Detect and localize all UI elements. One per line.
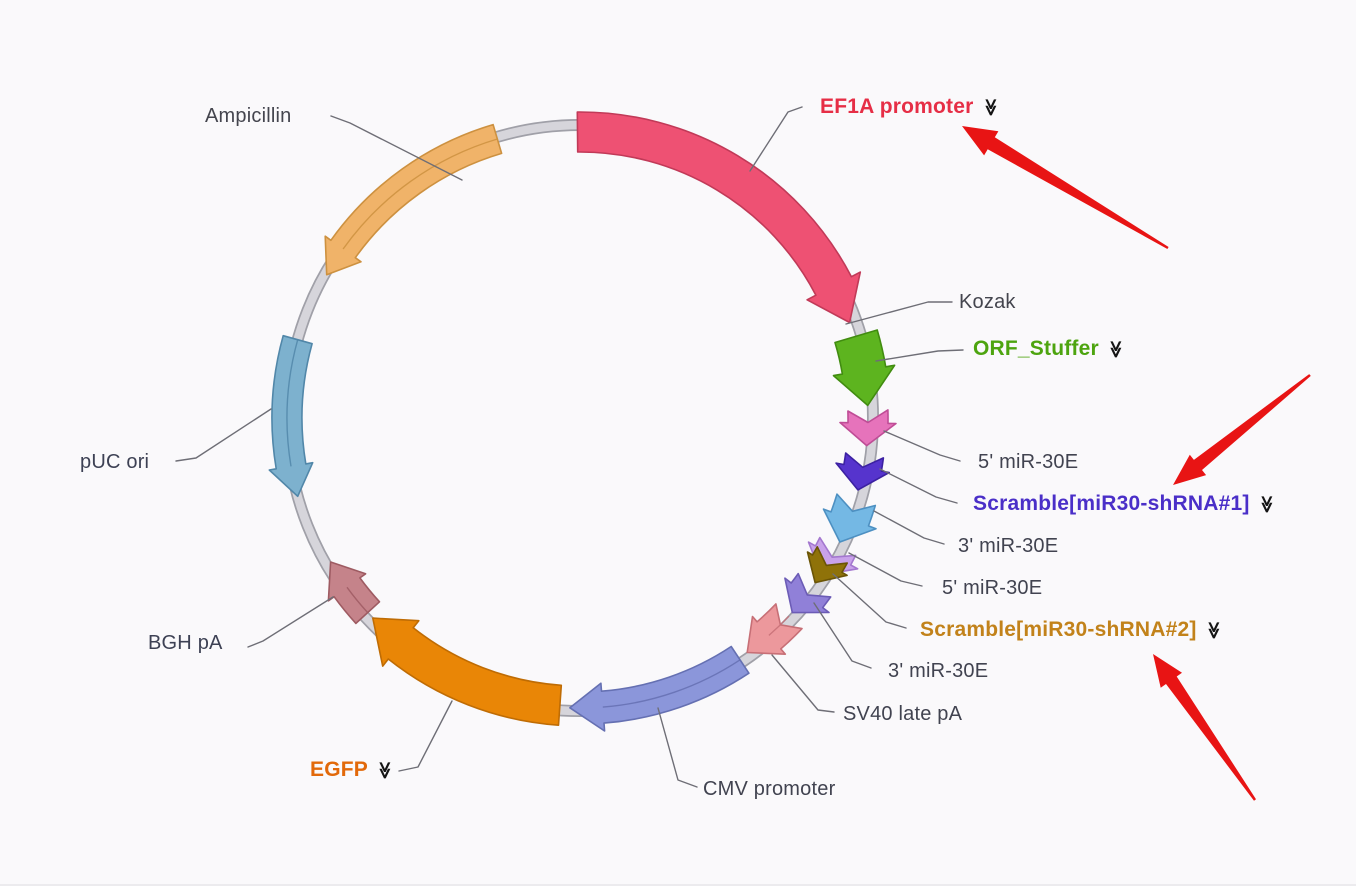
orf-stuffer-leader-line <box>875 349 964 362</box>
label-sv40-late-pa-text: SV40 late pA <box>843 703 963 725</box>
bgh-pa-feature[interactable] <box>327 561 381 625</box>
label-mir30e-3p-1-text: 3' miR-30E <box>958 535 1059 557</box>
puc-ori-midline <box>286 339 299 467</box>
mir30e-5p-1-leader-line <box>883 430 961 462</box>
bgh-pa-midline <box>346 586 369 614</box>
label-ampicillin-text: Ampicillin <box>205 105 292 127</box>
mir30e-3p-2-leader-line <box>813 602 872 669</box>
egfp-leader-line <box>398 700 453 772</box>
plasmid-features <box>268 111 897 732</box>
bgh-pa-leader-line <box>247 596 334 648</box>
scramble-1-feature[interactable] <box>835 452 890 491</box>
label-ef1a-promoter-text: EF1A promoter <box>820 95 974 118</box>
label-mir30e-5p-2: 5' miR-30E <box>942 576 1042 600</box>
label-egfp[interactable]: EGFP ≫ <box>310 758 394 782</box>
orf-stuffer-feature[interactable] <box>832 329 896 407</box>
label-scramble-1-text: Scramble[miR30-shRNA#1] <box>973 492 1250 515</box>
cmv-promoter-midline <box>602 659 741 708</box>
label-mir30e-3p-1: 3' miR-30E <box>958 534 1058 558</box>
label-kozak: Kozak <box>959 290 1016 314</box>
label-sv40-late-pa: SV40 late pA <box>843 702 962 726</box>
expand-chevron-icon[interactable]: ≫ <box>1106 340 1126 359</box>
label-kozak-text: Kozak <box>959 291 1016 313</box>
label-mir30e-3p-2: 3' miR-30E <box>888 659 988 683</box>
label-puc-ori: pUC ori <box>80 450 149 474</box>
bottom-edge-strip <box>0 884 1356 886</box>
scramble-2-leader-line <box>832 573 907 629</box>
mir30e-5p-2-leader-line <box>848 552 923 587</box>
cmv-promoter-feature[interactable] <box>569 645 750 732</box>
puc-ori-leader-line <box>175 408 272 462</box>
label-scramble-2-text: Scramble[miR30-shRNA#2] <box>920 618 1197 641</box>
ampicillin-leader-line <box>330 115 463 181</box>
annotation-arrow-scramble1-icon <box>1173 374 1311 485</box>
label-leader-lines <box>175 106 964 788</box>
label-bgh-pa-text: BGH pA <box>148 632 223 654</box>
label-ampicillin: Ampicillin <box>205 104 291 128</box>
expand-chevron-icon[interactable]: ≫ <box>375 761 395 780</box>
mir30e-3p-2-feature[interactable] <box>784 572 832 614</box>
label-scramble-2[interactable]: Scramble[miR30-shRNA#2] ≫ <box>920 618 1223 642</box>
expand-chevron-icon[interactable]: ≫ <box>1204 621 1224 640</box>
mir30e-3p-1-leader-line <box>873 510 945 545</box>
label-scramble-1[interactable]: Scramble[miR30-shRNA#1] ≫ <box>973 492 1276 516</box>
label-mir30e-3p-2-text: 3' miR-30E <box>888 660 989 682</box>
egfp-feature[interactable] <box>372 617 563 726</box>
expand-chevron-icon[interactable]: ≫ <box>1257 495 1277 514</box>
label-mir30e-5p-2-text: 5' miR-30E <box>942 577 1043 599</box>
ef1a-promoter-leader-line <box>749 106 803 172</box>
ampicillin-midline <box>342 138 498 250</box>
label-orf-stuffer-text: ORF_Stuffer <box>973 337 1099 360</box>
expand-chevron-icon[interactable]: ≫ <box>981 98 1001 117</box>
kozak-leader-line <box>845 301 953 325</box>
sv40-late-pa-midline <box>768 615 790 636</box>
scramble-2-feature[interactable] <box>806 546 848 584</box>
mir30e-5p-1-feature[interactable] <box>839 409 897 447</box>
cmv-promoter-leader-line <box>657 707 698 788</box>
label-cmv-promoter: CMV promoter <box>703 777 835 801</box>
ef1a-promoter-feature[interactable] <box>576 111 862 324</box>
label-mir30e-5p-1: 5' miR-30E <box>978 450 1078 474</box>
sv40-late-pa-feature[interactable] <box>746 603 803 655</box>
label-ef1a-promoter[interactable]: EF1A promoter ≫ <box>820 95 1000 119</box>
label-cmv-promoter-text: CMV promoter <box>703 778 836 800</box>
label-puc-ori-text: pUC ori <box>80 451 150 473</box>
mir30e-3p-1-feature[interactable] <box>822 493 877 543</box>
label-egfp-text: EGFP <box>310 758 368 781</box>
scramble-1-leader-line <box>879 468 958 504</box>
red-annotation-arrows <box>962 126 1311 801</box>
annotation-arrow-ef1a-icon <box>962 126 1169 249</box>
puc-ori-feature[interactable] <box>268 334 314 498</box>
label-bgh-pa: BGH pA <box>148 631 223 655</box>
sv40-late-pa-leader-line <box>771 654 835 713</box>
label-orf-stuffer[interactable]: ORF_Stuffer ≫ <box>973 337 1125 361</box>
annotation-arrow-scramble2-icon <box>1153 654 1256 801</box>
label-mir30e-5p-1-text: 5' miR-30E <box>978 451 1079 473</box>
